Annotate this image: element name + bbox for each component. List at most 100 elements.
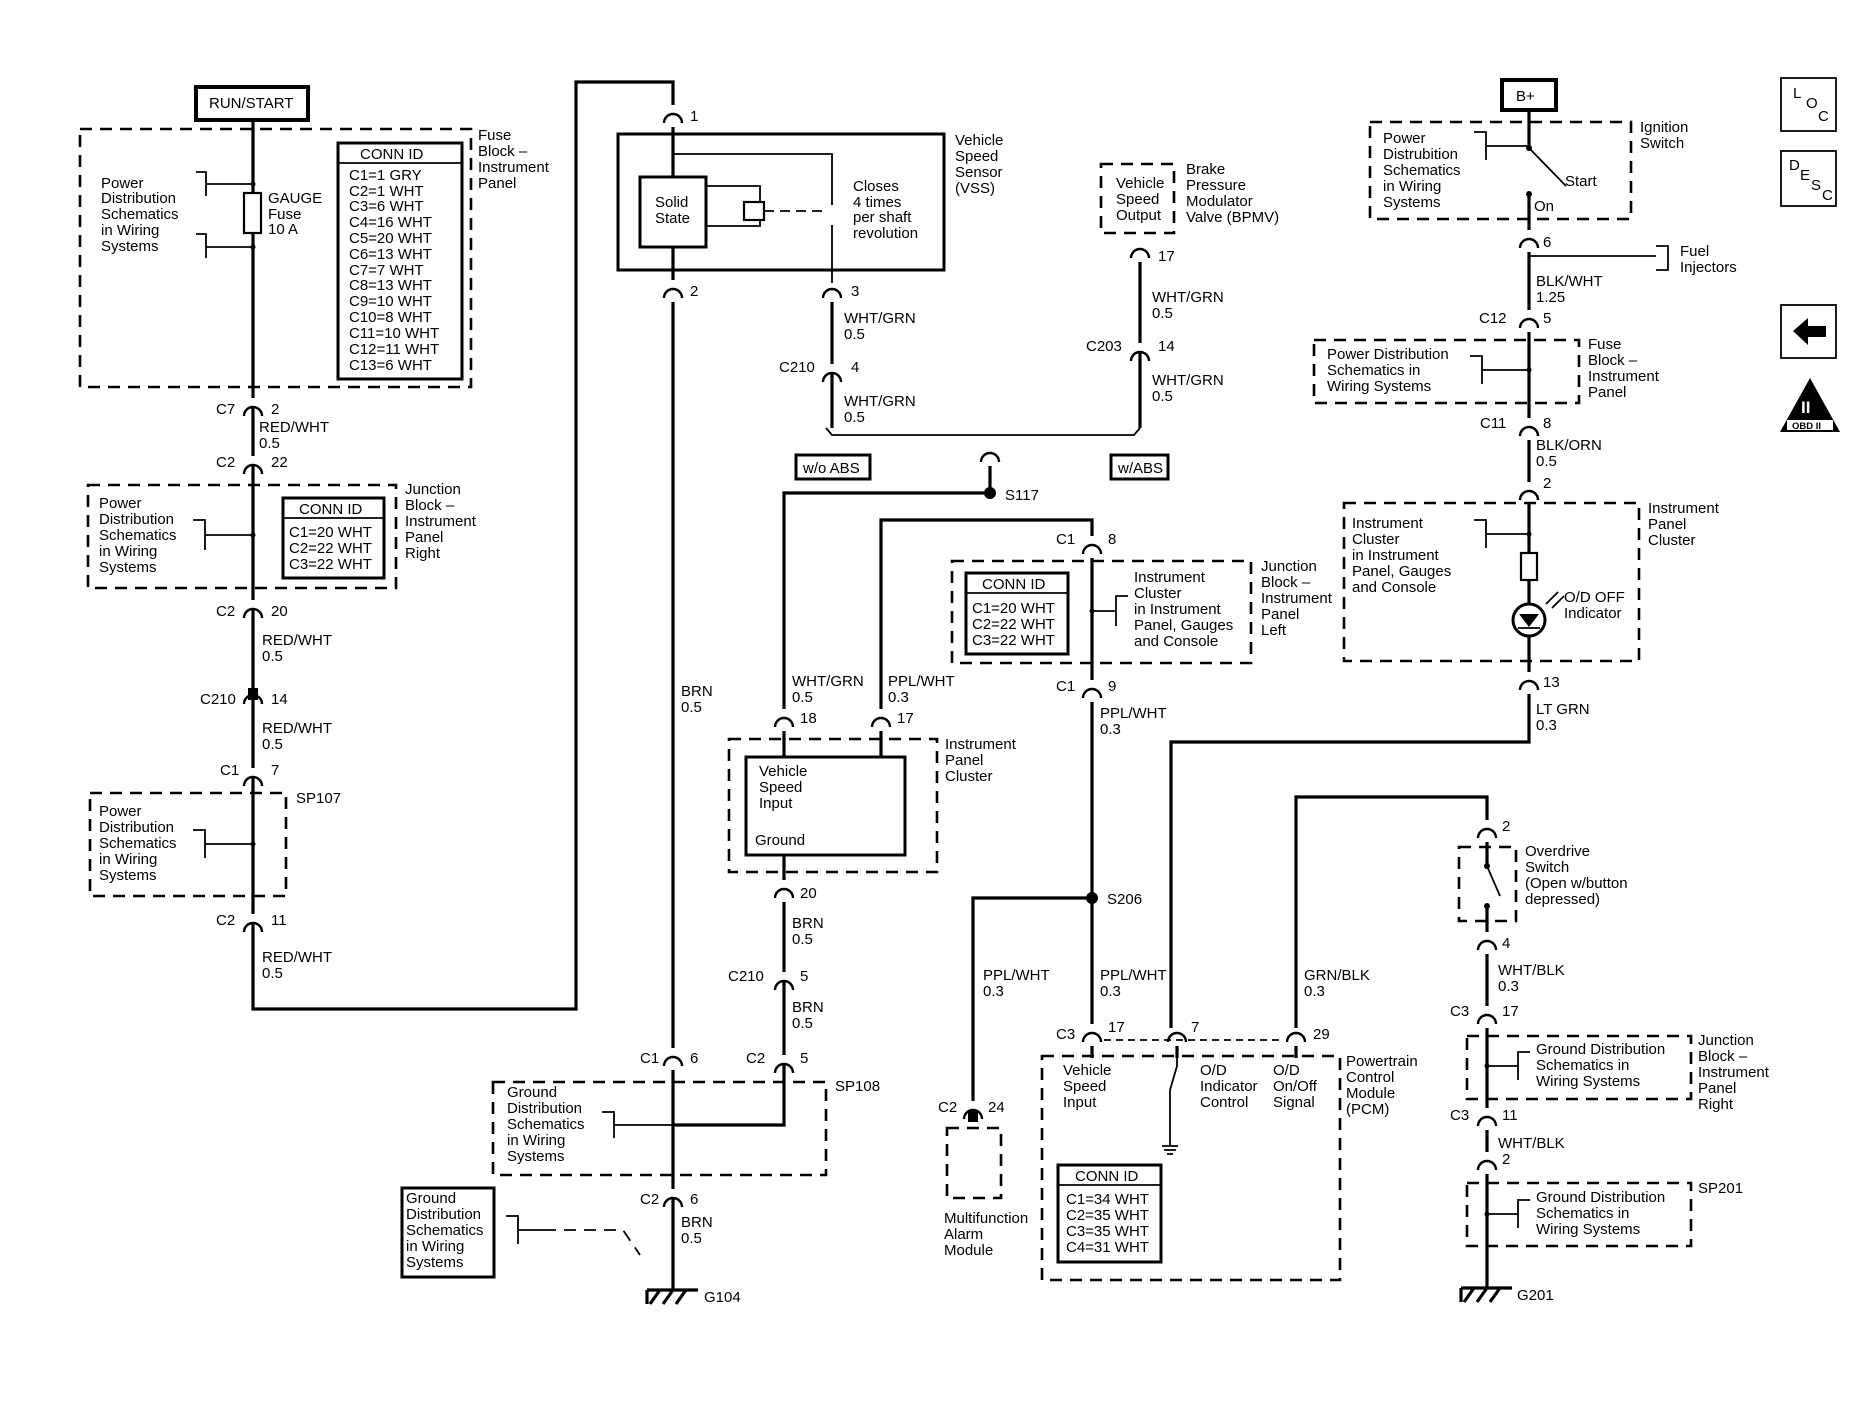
svg-text:C8=13 WHT: C8=13 WHT [349, 277, 432, 294]
svg-text:Vehicle: Vehicle [759, 763, 807, 780]
ipc-right-pin-2 [1518, 489, 1540, 502]
svg-text:C3=35 WHT: C3=35 WHT [1066, 1223, 1149, 1240]
svg-text:Fuse: Fuse [478, 127, 511, 144]
wire-lt-grn: LT GRN 0.3 [1536, 701, 1590, 734]
wire-wht-grn-2: WHT/GRN 0.5 [844, 393, 916, 426]
solid-state-label: Solid State [655, 194, 690, 227]
svg-text:Brake: Brake [1186, 161, 1225, 178]
wire-brn-1: BRN 0.5 [681, 683, 713, 716]
bpmv-pin-17 [1129, 247, 1151, 260]
svg-text:Ground: Ground [755, 832, 805, 849]
obd-ii-button[interactable]: II OBD II [1780, 378, 1840, 432]
svg-text:0.5: 0.5 [844, 326, 865, 343]
svg-text:Instrument: Instrument [405, 513, 477, 530]
svg-text:C1=20 WHT: C1=20 WHT [289, 524, 372, 541]
overdrive-switch-label: Overdrive Switch (Open w/button depresse… [1525, 843, 1628, 908]
svg-text:20: 20 [800, 885, 817, 902]
ground-dist-ref-right-1: Ground Distribution Schematics in Wiring… [1536, 1041, 1665, 1090]
svg-text:Power: Power [99, 803, 142, 820]
svg-text:1.25: 1.25 [1536, 289, 1565, 306]
junction-block-ip-left-outline [950, 559, 1253, 665]
back-arrow-icon [1793, 318, 1826, 345]
svg-text:Block –: Block – [405, 497, 455, 514]
svg-text:Systems: Systems [1383, 194, 1441, 211]
svg-text:PPL/WHT: PPL/WHT [1100, 967, 1167, 984]
wire-blk-orn: BLK/ORN 0.5 [1536, 437, 1602, 470]
svg-text:0.3: 0.3 [1100, 983, 1121, 1000]
svg-text:C2=22 WHT: C2=22 WHT [972, 616, 1055, 633]
svg-text:13: 13 [1543, 674, 1560, 691]
svg-text:State: State [655, 210, 690, 227]
svg-text:On/Off: On/Off [1273, 1078, 1318, 1095]
svg-text:Control: Control [1200, 1094, 1248, 1111]
svg-text:Schematics: Schematics [99, 527, 177, 544]
wire-ppl-wht-4: PPL/WHT 0.3 [1100, 967, 1167, 1000]
svg-text:0.3: 0.3 [1304, 983, 1325, 1000]
svg-text:Ignition: Ignition [1640, 119, 1688, 136]
wire-wht-grn-4: WHT/GRN 0.5 [1152, 372, 1224, 405]
svg-text:Fuel: Fuel [1680, 243, 1709, 260]
svg-text:Instrument: Instrument [1698, 1064, 1770, 1081]
svg-text:0.5: 0.5 [262, 965, 283, 982]
ground-g104 [645, 1288, 698, 1305]
svg-text:revolution: revolution [853, 225, 918, 242]
svg-text:RED/WHT: RED/WHT [259, 419, 329, 436]
svg-text:C203: C203 [1086, 338, 1122, 355]
svg-text:C3=22 WHT: C3=22 WHT [972, 632, 1055, 649]
svg-text:C12=11 WHT: C12=11 WHT [349, 341, 439, 358]
svg-text:(Open w/button: (Open w/button [1525, 875, 1628, 892]
svg-text:Input: Input [759, 795, 793, 812]
svg-text:C2=35 WHT: C2=35 WHT [1066, 1207, 1149, 1224]
svg-text:0.3: 0.3 [888, 689, 909, 706]
svg-text:Wiring Systems: Wiring Systems [1536, 1221, 1640, 1238]
svg-text:Schematics: Schematics [507, 1116, 585, 1133]
svg-text:9: 9 [1108, 678, 1116, 695]
wire-wht-blk-1: WHT/BLK 0.3 [1498, 962, 1565, 995]
svg-text:Systems: Systems [99, 867, 157, 884]
pcm-od-ctrl-label: O/D Indicator Control [1200, 1062, 1258, 1111]
wire-ppl-wht-3: PPL/WHT 0.3 [983, 967, 1050, 1000]
svg-text:C2: C2 [746, 1050, 765, 1067]
desc-letter-c: C [1822, 187, 1833, 204]
svg-text:Instrument: Instrument [1588, 368, 1660, 385]
ipc-right-label: Instrument Panel Cluster [1648, 500, 1720, 549]
svg-text:Left: Left [1261, 622, 1287, 639]
desc-button[interactable]: D E S C [1780, 150, 1837, 207]
svg-text:Systems: Systems [406, 1254, 464, 1271]
svg-text:Schematics: Schematics [406, 1222, 484, 1239]
svg-text:10 A: 10 A [268, 221, 298, 238]
wire-red-wht-1: RED/WHT 0.5 [259, 419, 329, 452]
svg-text:Instrument: Instrument [1648, 500, 1720, 517]
fuel-injectors-label: Fuel Injectors [1680, 243, 1737, 276]
g201-label: G201 [1517, 1287, 1554, 1304]
svg-text:in Wiring: in Wiring [406, 1238, 464, 1255]
obd-ii-mark: II [1801, 398, 1810, 417]
s206-label: S206 [1107, 891, 1142, 908]
svg-text:C210: C210 [200, 691, 236, 708]
svg-text:Indicator: Indicator [1200, 1078, 1258, 1095]
svg-text:C2: C2 [216, 454, 235, 471]
svg-text:Schematics: Schematics [1383, 162, 1461, 179]
gauge-fuse-label: GAUGE Fuse 10 A [268, 190, 322, 238]
svg-text:14: 14 [1158, 338, 1175, 355]
svg-text:Distribution: Distribution [101, 190, 176, 207]
svg-text:Instrument: Instrument [1261, 590, 1333, 607]
svg-text:0.3: 0.3 [983, 983, 1004, 1000]
loc-button[interactable]: L O C [1780, 77, 1837, 132]
svg-text:C3: C3 [1450, 1107, 1469, 1124]
svg-text:6: 6 [690, 1050, 698, 1067]
ipc-gauges-ref-2: Instrument Cluster in Instrument Panel, … [1352, 515, 1451, 596]
svg-text:Cluster: Cluster [945, 768, 993, 785]
conn-id-table-pcm: CONN ID C1=34 WHT C2=35 WHT C3=35 WHT C4… [1056, 1163, 1163, 1264]
svg-text:3: 3 [851, 283, 859, 300]
wire-ppl-wht-1: PPL/WHT 0.3 [888, 673, 955, 706]
svg-text:Power: Power [99, 495, 142, 512]
back-button[interactable] [1780, 304, 1837, 359]
svg-text:C1: C1 [220, 762, 239, 779]
svg-text:C1=1 GRY: C1=1 GRY [349, 167, 422, 184]
svg-text:in Wiring: in Wiring [1383, 178, 1441, 195]
sp107-label: SP107 [296, 790, 341, 807]
svg-text:14: 14 [271, 691, 288, 708]
svg-text:Block –: Block – [1261, 574, 1311, 591]
svg-text:C3: C3 [1450, 1003, 1469, 1020]
